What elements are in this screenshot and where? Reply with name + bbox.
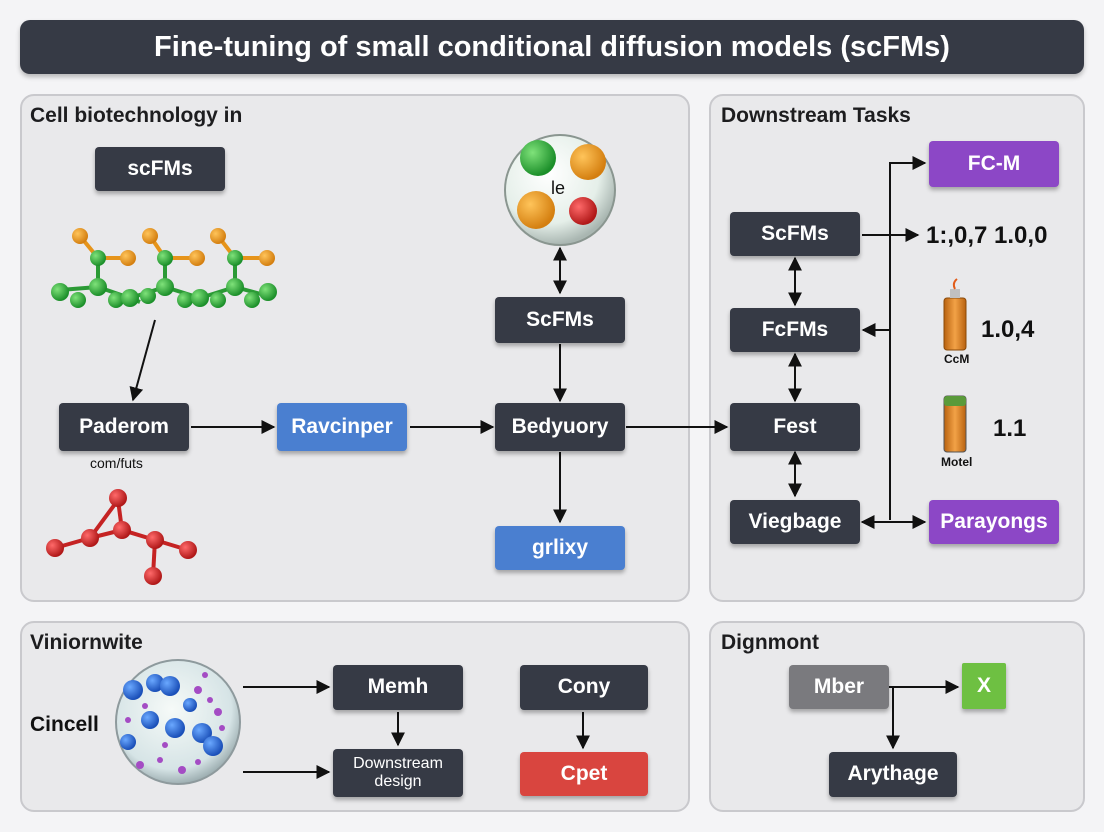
- cincell-image: [115, 659, 241, 785]
- cell-label: le: [551, 178, 566, 198]
- paderom-box: Paderom: [59, 403, 189, 451]
- bedyuory-box: Bedyuory: [495, 403, 625, 451]
- scfms-center-box: ScFMs: [495, 297, 625, 343]
- fcfms-box: FcFMs: [730, 308, 860, 352]
- arrow-bus-to-fcm: [889, 156, 927, 520]
- viegbage-box: Viegbage: [730, 500, 860, 544]
- cony-box: Cony: [520, 665, 648, 710]
- cincell-label: Cincell: [30, 713, 99, 736]
- molecule-atoms-red: [46, 489, 197, 585]
- scfms-box: scFMs: [95, 147, 225, 191]
- parayongs-box: Parayongs: [929, 500, 1059, 544]
- molecule-atoms-green: [51, 228, 277, 308]
- tube-icon-2: [943, 395, 967, 453]
- ccm-caption: CcM: [944, 352, 970, 366]
- fest-box: Fest: [730, 403, 860, 451]
- memh-box: Memh: [333, 665, 463, 710]
- motel-caption: Motel: [941, 455, 973, 469]
- dignmont-panel-title: Dignmont: [721, 631, 819, 654]
- page-title: Fine-tuning of small conditional diffusi…: [20, 20, 1084, 74]
- cell-panel-title: Cell biotechnology in: [30, 104, 243, 127]
- cell-image: [504, 134, 616, 246]
- value-readout-2: 1.0,4: [981, 316, 1035, 343]
- arrow-chain-to-paderom: [129, 319, 156, 402]
- viniornwite-panel-title: Viniornwite: [30, 631, 143, 654]
- downstream-panel-title: Downstream Tasks: [721, 104, 911, 127]
- value-readout-1: 1:,0,7 1.0,0: [926, 222, 1048, 249]
- mber-box: Mber: [789, 665, 889, 709]
- scfms-downstream-box: ScFMs: [730, 212, 860, 256]
- fcm-box: FC-M: [929, 141, 1059, 187]
- arythage-box: Arythage: [829, 752, 957, 797]
- cpet-box: Cpet: [520, 752, 648, 796]
- downstream-design-box: Downstream design: [333, 749, 463, 797]
- grlixy-box: grlixy: [495, 526, 625, 570]
- ravcinper-box: Ravcinper: [277, 403, 407, 451]
- comfuts-caption: com/futs: [90, 455, 143, 471]
- value-readout-3: 1.1: [993, 415, 1027, 442]
- tube-icon-1: [943, 278, 967, 351]
- x-box: X: [962, 663, 1006, 709]
